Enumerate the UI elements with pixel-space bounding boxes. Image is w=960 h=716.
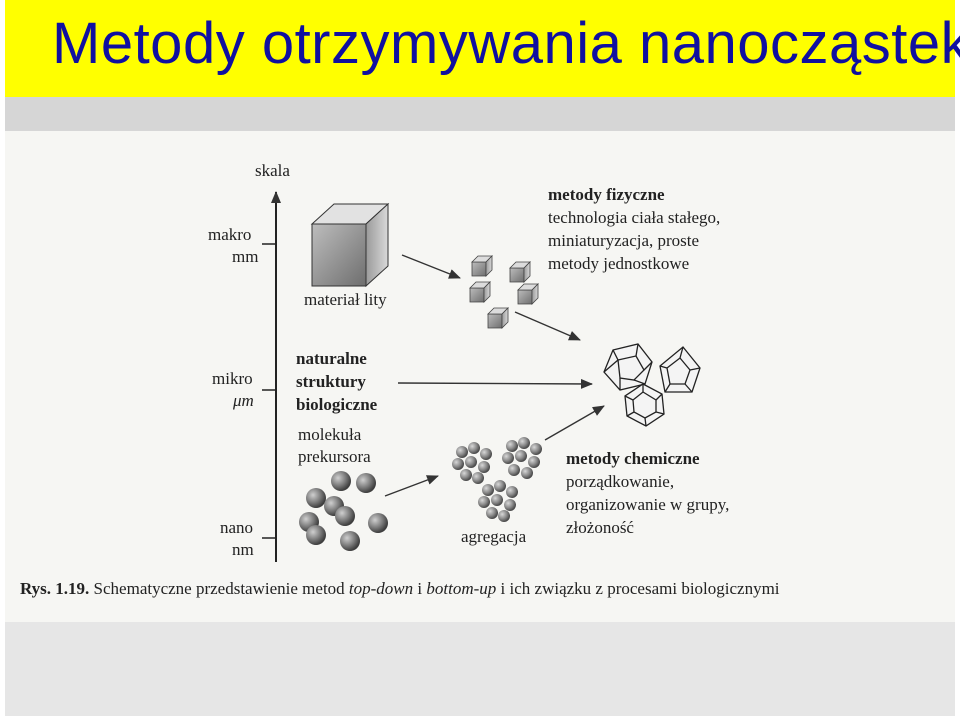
bio-line-2: struktury (296, 372, 366, 391)
level-makro: makro (208, 225, 251, 244)
caption-ref: Rys. 1.19. (20, 579, 89, 598)
precursor-line-1: molekuła (298, 425, 362, 444)
arrow-bio-to-polyhedra (397, 378, 593, 389)
solid-material-label: materiał lity (304, 290, 387, 309)
axis-label: skala (255, 161, 290, 180)
caption-text-a: Schematyczne przedstawienie metod (94, 579, 346, 598)
chemical-methods-line-2: organizowanie w grupy, (566, 495, 729, 514)
level-nano: nano (220, 518, 253, 537)
caption-text-b: i ich związku z procesami biologicznymi (501, 579, 780, 598)
bio-line-1: naturalne (296, 349, 367, 368)
unit-nm: nm (232, 540, 254, 559)
arrow-aggregates-to-polyhedra (544, 405, 605, 441)
chemical-methods-line-3: złożoność (566, 518, 634, 537)
bottom-gray-band (5, 622, 955, 716)
aggregation-label: agregacja (461, 527, 527, 546)
polyhedron-left (603, 343, 653, 391)
physical-methods-line-1: technologia ciała stałego, (548, 208, 720, 227)
slide-title: Metody otrzymywania nanocząstek (52, 11, 960, 76)
polyhedron-bottom (624, 383, 665, 427)
precursor-molecules (299, 471, 388, 551)
caption-conj: i (417, 579, 422, 598)
scanned-figure-background (5, 131, 955, 622)
polyhedron-right (659, 346, 701, 393)
figure-caption: Rys. 1.19. Schematyczne przedstawienie m… (20, 579, 780, 598)
level-mikro: mikro (212, 369, 253, 388)
chemical-methods-line-1: porządkowanie, (566, 472, 674, 491)
aggregate-cluster-left (452, 442, 492, 484)
unit-mm: mm (232, 247, 258, 266)
arrow-to-small-cubes (401, 254, 461, 279)
chemical-methods-heading: metody chemiczne (566, 449, 700, 468)
arrow-to-polyhedra-top (514, 311, 581, 341)
physical-methods-line-2: miniaturyzacja, proste (548, 231, 699, 250)
physical-methods-line-3: metody jednostkowe (548, 254, 689, 273)
top-gray-band (5, 97, 955, 131)
aggregate-cluster-bottom (478, 480, 518, 522)
bio-line-3: biologiczne (296, 395, 378, 414)
physical-methods-heading: metody fizyczne (548, 185, 665, 204)
aggregate-cluster-right (502, 437, 542, 479)
unit-um: μm (232, 391, 254, 410)
title-bar (5, 0, 955, 97)
caption-term-top-down: top-down (349, 579, 413, 598)
solid-material-cube (310, 202, 390, 288)
caption-term-bottom-up: bottom-up (426, 579, 496, 598)
precursor-line-2: prekursora (298, 447, 371, 466)
arrow-to-aggregates (384, 475, 439, 497)
